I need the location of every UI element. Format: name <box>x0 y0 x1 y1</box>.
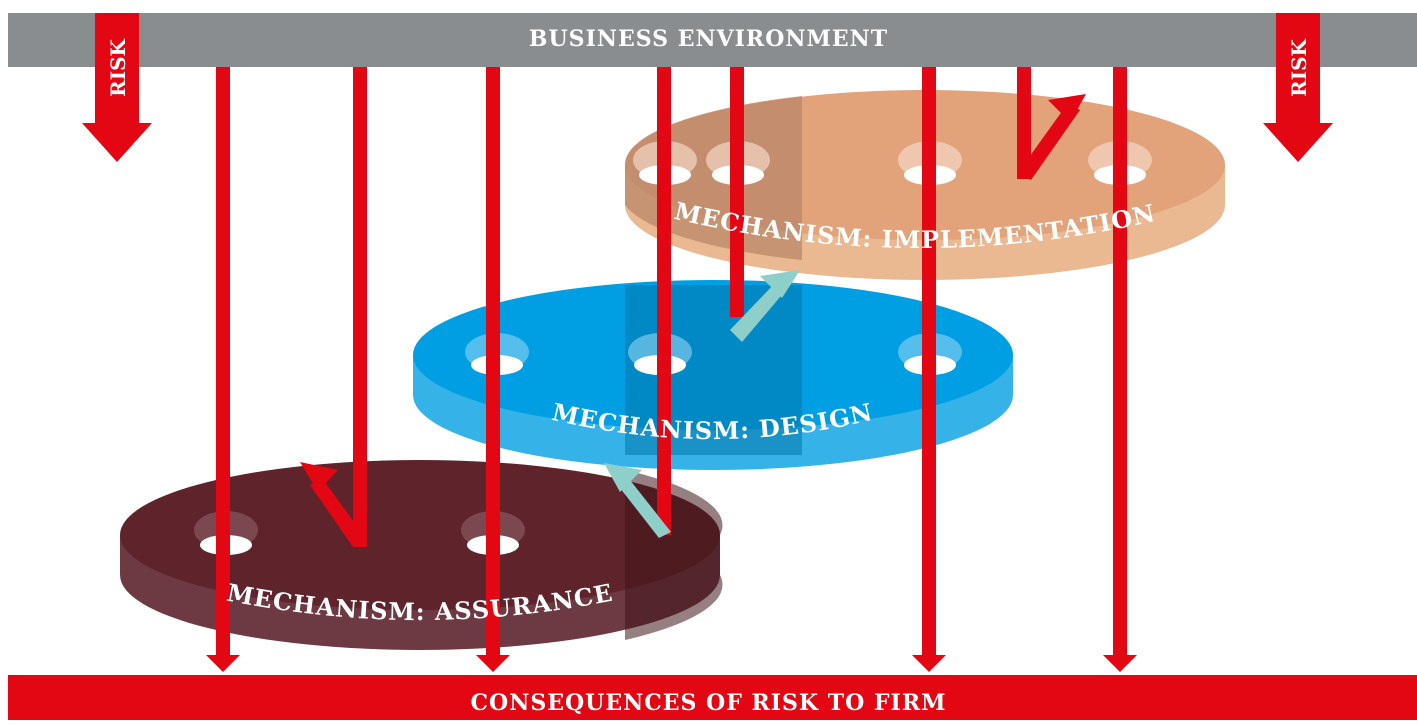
risk-line-5 <box>730 67 744 317</box>
feedback-arrows <box>604 270 800 538</box>
consequences-title: CONSEQUENCES OF RISK TO FIRM <box>470 690 947 716</box>
risk-line-1 <box>216 67 230 657</box>
left-risk-arrow <box>82 13 152 162</box>
risk-line-8 <box>1113 67 1127 657</box>
left-risk-label: RISK <box>106 38 130 96</box>
right-risk-label: RISK <box>1287 38 1311 96</box>
consequences-banner <box>8 675 1417 720</box>
deflect-arrow-assurance <box>310 478 367 547</box>
risk-line-6 <box>922 67 936 657</box>
feedback-arrow-to-design <box>620 480 671 538</box>
right-risk-arrow <box>1263 13 1333 162</box>
risk-line-6-arrowhead <box>912 655 946 672</box>
assurance-disc <box>120 460 723 650</box>
risk-line-3-arrowhead <box>476 655 510 672</box>
feedback-arrow-to-implementation <box>730 282 786 342</box>
risk-line-4 <box>657 67 671 535</box>
risk-line-1-arrowhead <box>206 655 240 672</box>
risk-lines <box>206 67 1137 672</box>
risk-line-2 <box>353 67 367 547</box>
design-disc <box>413 280 1013 470</box>
deflect-arrow-implementation <box>1017 103 1080 180</box>
risk-line-8-arrowhead <box>1103 655 1137 672</box>
implementation-disc <box>624 90 1225 280</box>
business-environment-title: BUSINESS ENVIRONMENT <box>528 26 889 52</box>
risk-line-3 <box>486 67 500 657</box>
business-environment-banner <box>8 13 1417 67</box>
risk-line-7 <box>1017 67 1031 179</box>
